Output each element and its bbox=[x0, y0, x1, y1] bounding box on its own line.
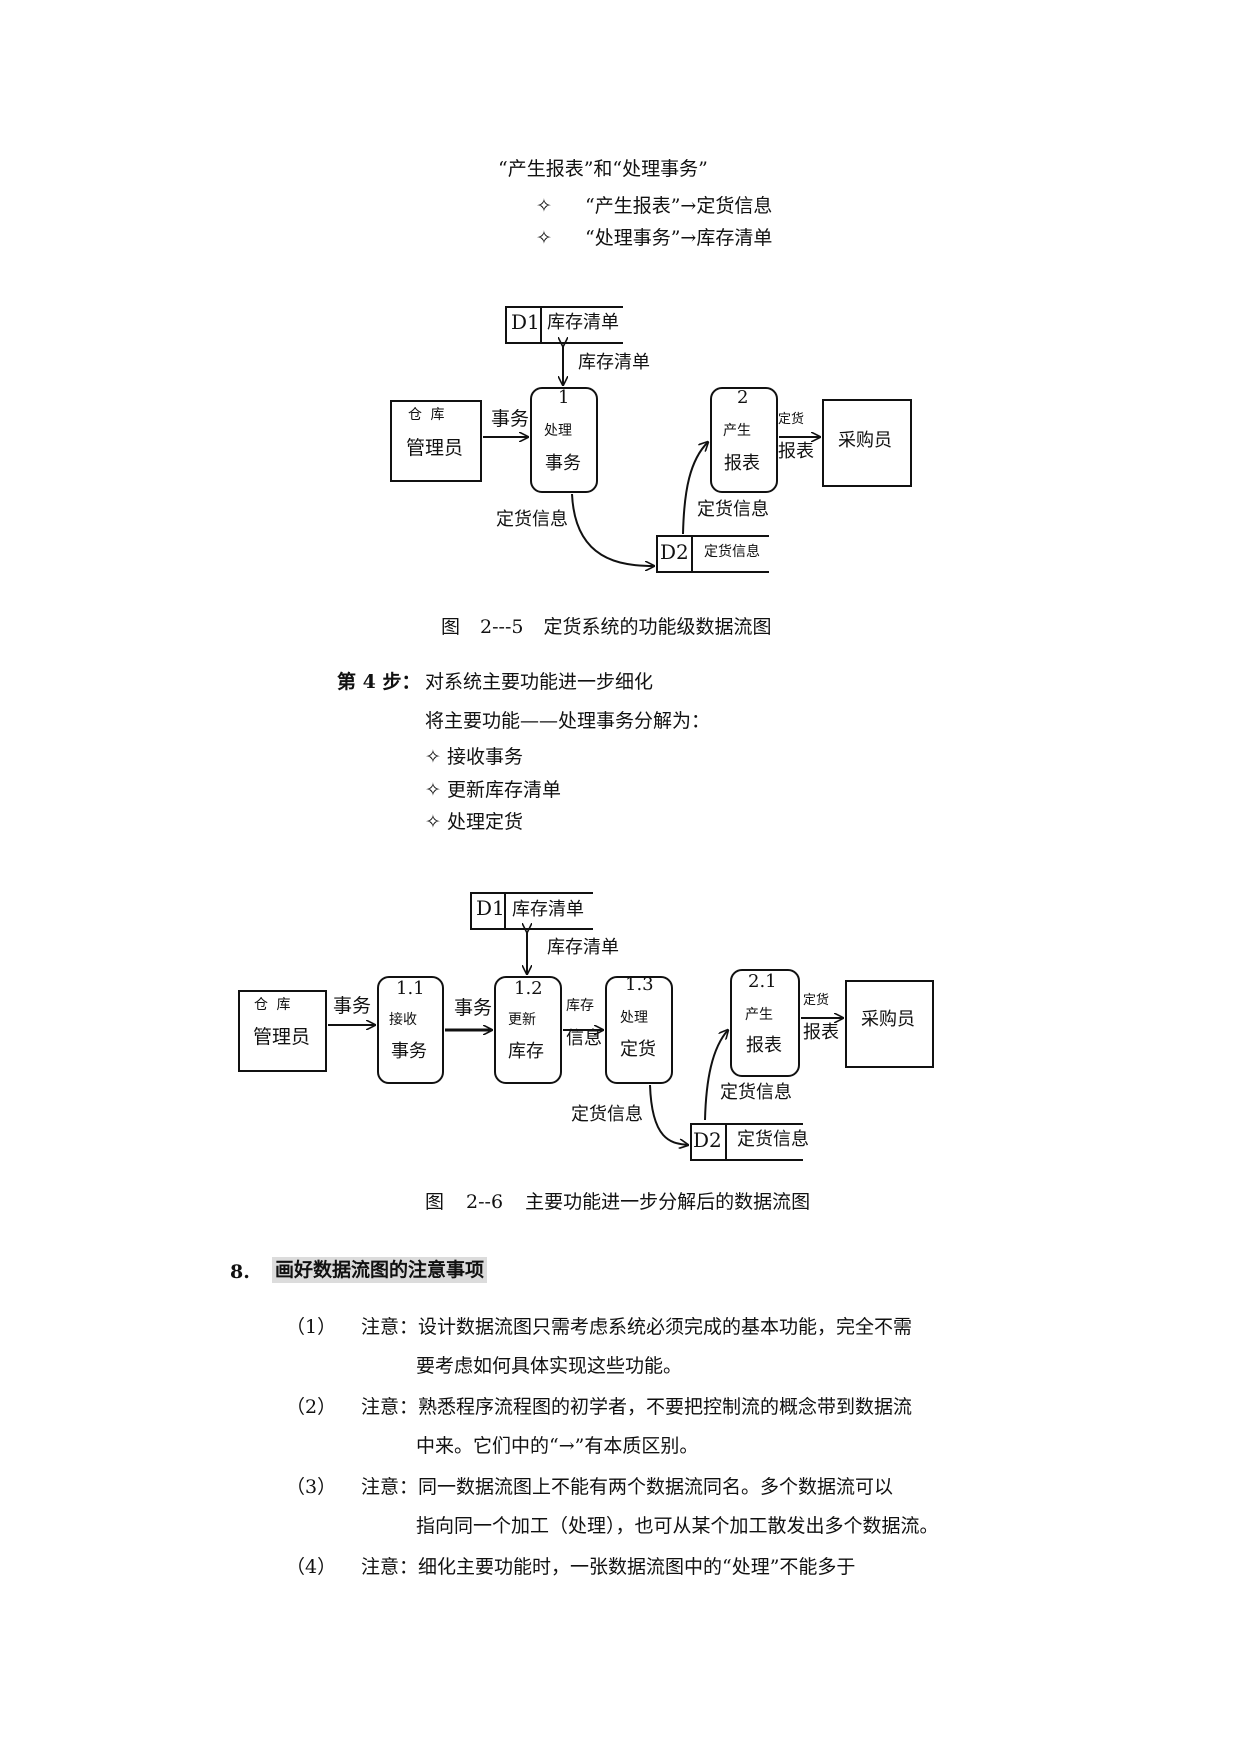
flow-label-d1: 库存清单 bbox=[578, 352, 650, 373]
process-1-2-label-1: 更新 bbox=[508, 1012, 536, 1028]
process-1-1 bbox=[377, 976, 444, 1084]
flow-label-baobiao: 报表 bbox=[803, 1022, 839, 1043]
process-1-3-number: 1.3 bbox=[625, 974, 654, 995]
intro-item-1: “产生报表”→定货信息 bbox=[585, 195, 773, 217]
section-number: 8. bbox=[230, 1261, 250, 1283]
process-1-1-number: 1.1 bbox=[396, 978, 425, 999]
figure-caption: 图 2---5 定货系统的功能级数据流图 bbox=[441, 616, 772, 638]
note-number: （1） bbox=[286, 1316, 337, 1338]
process-1-number: 1 bbox=[558, 387, 570, 408]
flow-arrow bbox=[704, 1030, 728, 1121]
d1-name: 库存清单 bbox=[512, 899, 584, 920]
flow-label-shiwu-1: 事务 bbox=[333, 995, 372, 1017]
external-entity-warehouse bbox=[390, 400, 482, 482]
process-2-label-1: 产生 bbox=[723, 423, 751, 439]
ext1-label-1: 仓 库 bbox=[408, 407, 447, 423]
process-1-label-2: 事务 bbox=[545, 453, 581, 474]
flow-label-dinghuo: 定货 bbox=[778, 412, 805, 427]
flow-label-left: 定货信息 bbox=[496, 509, 568, 530]
flow-label-kucun: 库存 bbox=[566, 998, 594, 1014]
d1-name: 库存清单 bbox=[547, 312, 619, 333]
flow-label-left: 定货信息 bbox=[571, 1104, 643, 1125]
intro-item-2: “处理事务”→库存清单 bbox=[585, 227, 773, 249]
flow-label-right: 定货信息 bbox=[720, 1082, 792, 1103]
note-number: （2） bbox=[286, 1396, 337, 1418]
step4-line2: 将主要功能——处理事务分解为： bbox=[425, 710, 711, 732]
flow-label-d1: 库存清单 bbox=[547, 937, 619, 958]
note-number: （3） bbox=[286, 1476, 337, 1498]
note-line: 要考虑如何具体实现这些功能。 bbox=[416, 1355, 683, 1377]
external-entity-warehouse bbox=[238, 990, 327, 1072]
process-1-3-label-2: 定货 bbox=[620, 1039, 656, 1060]
flow-label-dinghuo: 定货 bbox=[803, 993, 830, 1008]
flow-arrow bbox=[571, 493, 654, 566]
process-2-1-label-2: 报表 bbox=[746, 1035, 782, 1056]
note-number: （4） bbox=[286, 1556, 337, 1578]
process-1-2-number: 1.2 bbox=[514, 978, 543, 999]
flow-label-right: 定货信息 bbox=[697, 499, 769, 520]
d2-name: 定货信息 bbox=[704, 544, 760, 560]
data-store-d2 bbox=[656, 535, 771, 575]
process-2-label-2: 报表 bbox=[724, 453, 760, 474]
process-1-1-label-1: 接收 bbox=[389, 1012, 417, 1028]
figure-caption: 图 2--6 主要功能进一步分解后的数据流图 bbox=[425, 1191, 811, 1213]
step4-bullet-1: ✧ 接收事务 bbox=[425, 746, 523, 768]
note-line: 注意：熟悉程序流程图的初学者，不要把控制流的概念带到数据流 bbox=[361, 1396, 913, 1418]
ext1-label-1: 仓 库 bbox=[254, 997, 293, 1013]
section-title: 画好数据流图的注意事项 bbox=[272, 1257, 488, 1283]
ext2-label: 采购员 bbox=[838, 430, 892, 451]
process-1-label-1: 处理 bbox=[544, 423, 572, 439]
process-2-1-number: 2.1 bbox=[748, 971, 777, 992]
process-1-2-label-2: 库存 bbox=[508, 1041, 544, 1062]
flow-arrow bbox=[649, 1084, 688, 1145]
bullet-icon: ✧ bbox=[536, 227, 552, 249]
flow-label-shiwu-2: 事务 bbox=[454, 997, 493, 1019]
note-line: 中来。它们中的“→”有本质区别。 bbox=[416, 1435, 699, 1457]
d1-id: D1 bbox=[511, 310, 540, 334]
ext1-label-2: 管理员 bbox=[406, 437, 464, 459]
step4-bullet-2: ✧ 更新库存清单 bbox=[425, 779, 561, 801]
process-1-2 bbox=[494, 976, 562, 1084]
note-line: 注意：同一数据流图上不能有两个数据流同名。多个数据流可以 bbox=[361, 1476, 894, 1498]
external-entity-buyer bbox=[845, 980, 934, 1068]
flow-label-xinxi: 信息 bbox=[566, 1028, 602, 1049]
ext2-label: 采购员 bbox=[861, 1009, 915, 1030]
note-line: 注意：设计数据流图只需考虑系统必须完成的基本功能，完全不需 bbox=[361, 1316, 913, 1338]
d1-id: D1 bbox=[476, 896, 505, 920]
process-1-1-label-2: 事务 bbox=[391, 1041, 427, 1062]
ext1-label-2: 管理员 bbox=[253, 1026, 311, 1048]
d2-id: D2 bbox=[660, 540, 689, 564]
process-2 bbox=[710, 387, 778, 493]
flow-label-baobiao: 报表 bbox=[778, 441, 814, 462]
d2-name: 定货信息 bbox=[737, 1129, 809, 1150]
flow-label-shiwu: 事务 bbox=[491, 408, 530, 430]
data-store-d2 bbox=[690, 1123, 805, 1163]
bullet-icon: ✧ bbox=[536, 195, 552, 217]
step4-title: 第 4 步： bbox=[337, 671, 421, 693]
step4-bullet-3: ✧ 处理定货 bbox=[425, 811, 523, 833]
intro-line: “产生报表”和“处理事务” bbox=[498, 158, 708, 180]
process-2-number: 2 bbox=[737, 387, 749, 408]
process-1-3 bbox=[605, 976, 673, 1084]
note-line: 注意：细化主要功能时，一张数据流图中的“处理”不能多于 bbox=[361, 1556, 856, 1578]
d2-id: D2 bbox=[693, 1128, 722, 1152]
external-entity-buyer bbox=[822, 399, 912, 487]
process-1 bbox=[530, 387, 598, 493]
process-2-1 bbox=[730, 969, 800, 1077]
process-1-3-label-1: 处理 bbox=[620, 1010, 648, 1026]
step4-text: 对系统主要功能进一步细化 bbox=[425, 671, 654, 693]
flow-arrow bbox=[682, 442, 708, 535]
note-line: 指向同一个加工（处理），也可从某个加工散发出多个数据流。 bbox=[416, 1515, 939, 1537]
process-2-1-label-1: 产生 bbox=[745, 1007, 773, 1023]
